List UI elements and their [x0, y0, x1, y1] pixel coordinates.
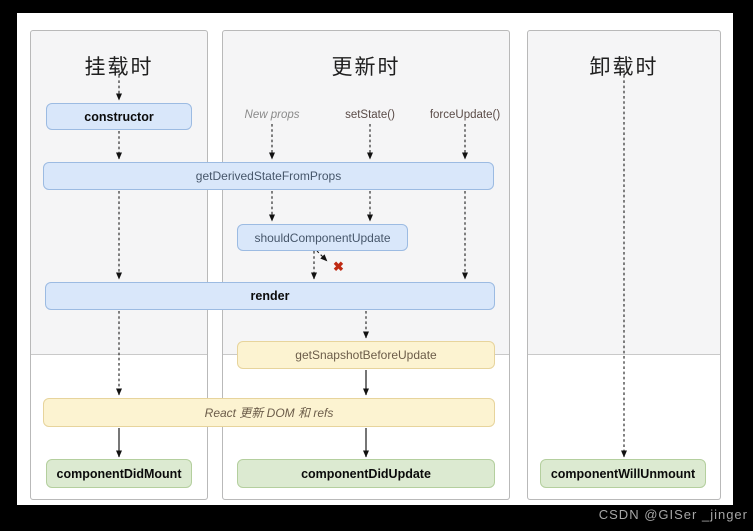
panel-mounting-title: 挂载时 [84, 56, 154, 79]
panel-unmounting-title: 卸载时 [589, 56, 659, 79]
box-get-snapshot-before-update: getSnapshotBeforeUpdate [237, 341, 495, 369]
box-render: render [45, 282, 495, 310]
watermark: CSDN @GISer _jinger [598, 507, 748, 522]
trigger-set-state-label: setState() [345, 109, 395, 121]
flow-arrows [116, 70, 627, 458]
arrow-scu-false-branch [316, 250, 328, 262]
trigger-force-update-label: forceUpdate() [429, 109, 501, 121]
box-should-component-update: shouldComponentUpdate [237, 224, 408, 251]
box-get-derived-state-from-props: getDerivedStateFromProps [43, 162, 494, 190]
box-component-did-mount: componentDidMount [46, 459, 192, 488]
diagram-canvas: 挂载时 更新时 卸载时 New props setState() forceUp… [17, 13, 733, 505]
box-component-will-unmount: componentWillUnmount [540, 459, 706, 488]
trigger-new-props-label: New props [244, 109, 300, 121]
box-component-did-update: componentDidUpdate [237, 459, 495, 488]
panel-updating-title: 更新时 [331, 56, 401, 79]
box-react-updates-dom: React 更新 DOM 和 refs [43, 398, 495, 427]
update-blocked-cross-icon: ✖ [333, 259, 344, 274]
box-constructor: constructor [46, 103, 192, 130]
